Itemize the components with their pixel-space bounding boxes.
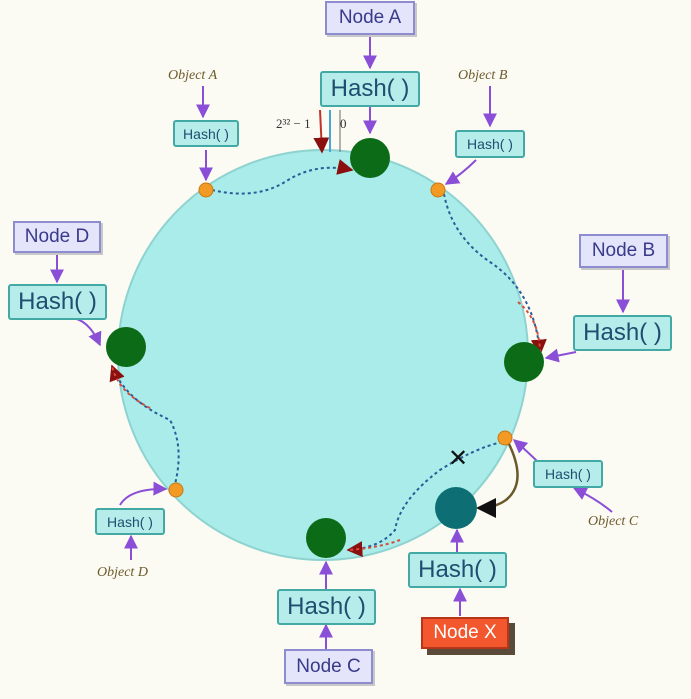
ring-zero-label: 0 [340, 116, 347, 131]
node-a-point [350, 138, 390, 178]
remap-arrow [476, 441, 519, 518]
node-b-label: Node B [579, 234, 668, 268]
node-c-point [306, 518, 346, 558]
node-x-point [435, 487, 477, 529]
object-b-point [430, 182, 446, 198]
object-a-point [198, 182, 214, 198]
mapping-paths [109, 159, 547, 558]
object-a-label: Object A [168, 68, 218, 83]
object-b-hash-box: Hash( ) [455, 130, 525, 158]
node-a-label: Node A [325, 1, 415, 35]
object-c-point [497, 430, 513, 446]
node-x-hash-box: Hash( ) [408, 552, 507, 588]
node-c-hash-box: Hash( ) [277, 589, 376, 625]
object-a-hash-box: Hash( ) [173, 120, 239, 147]
object-points [168, 182, 513, 498]
cross-mark: ✕ [448, 444, 468, 472]
node-x-label: Node X [421, 617, 509, 649]
node-d-point [106, 327, 146, 367]
node-b-hash-box: Hash( ) [573, 315, 672, 351]
object-b-label: Object B [458, 68, 508, 83]
object-c-hash-box: Hash( ) [533, 460, 603, 488]
node-b-point [504, 342, 544, 382]
object-c-label: Object C [588, 514, 639, 529]
node-a-hash-box: Hash( ) [320, 71, 420, 107]
object-d-label: Object D [97, 565, 148, 580]
node-c-label: Node C [284, 649, 373, 684]
ring-max-label: 2³² − 1 [276, 116, 311, 131]
node-d-label: Node D [13, 221, 101, 253]
node-d-hash-box: Hash( ) [8, 284, 107, 320]
object-d-hash-box: Hash( ) [95, 508, 165, 535]
object-d-point [168, 482, 184, 498]
ring-range-markers [313, 109, 341, 154]
